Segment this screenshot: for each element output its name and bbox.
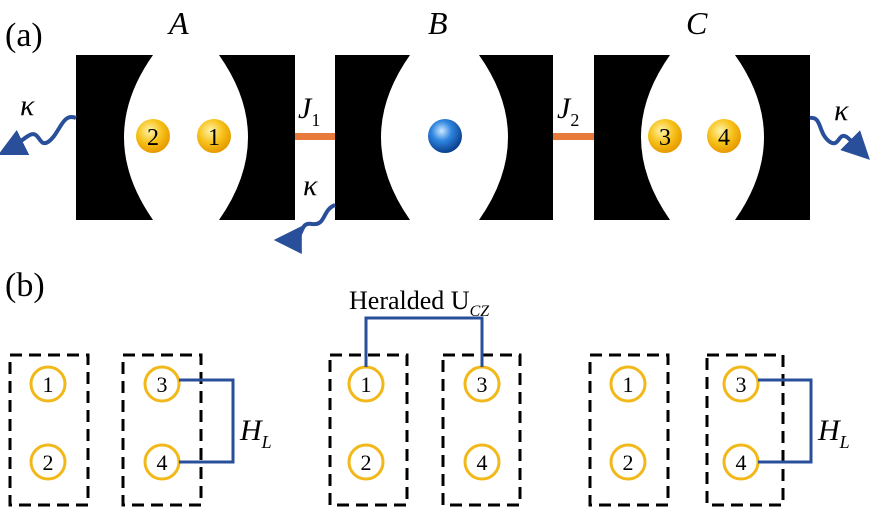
left-qubit-1	[29, 365, 67, 403]
coupling-j2-bar	[553, 133, 594, 140]
coupling-j1-bar	[295, 133, 335, 140]
right-qubit-4-label: 4	[736, 450, 747, 475]
cavity-c-left-mirror	[594, 55, 670, 220]
decay-kappa-c: κ	[834, 94, 849, 127]
atom-3-cavity-c-label: 3	[659, 125, 671, 151]
atom-4-cavity-c	[707, 119, 741, 153]
atom-3-cavity-c	[648, 119, 682, 153]
heralded-ucz-connector	[364, 316, 484, 367]
decay-arrow-cavity-a	[0, 115, 77, 156]
cavity-b-left-mirror	[335, 55, 410, 220]
cavity-b-right-mirror	[479, 55, 553, 220]
cavity-a-right-mirror	[219, 55, 295, 220]
right-group-box-2	[705, 353, 785, 507]
middle-group-box-1	[328, 353, 409, 507]
right-qubit-1-label: 1	[623, 372, 634, 397]
atom-2-cavity-a	[136, 119, 170, 153]
cavity-c-name: C	[686, 5, 708, 41]
left-qubit-4-label: 4	[157, 450, 168, 475]
cavity-b-name: B	[428, 5, 448, 41]
middle-qubit-3-label: 3	[477, 372, 488, 397]
left-qubit-1-label: 1	[43, 372, 54, 397]
panel-b-label: (b)	[5, 267, 45, 304]
right-qubit-1	[609, 365, 647, 403]
left-qubit-3	[143, 365, 181, 403]
right-qubit-3	[722, 365, 760, 403]
middle-qubit-1-label: 1	[361, 372, 372, 397]
middle-qubit-4	[463, 443, 501, 481]
panel-a-label: (a)	[5, 17, 43, 54]
left-group-box-1	[8, 353, 90, 507]
heralded-ucz-label: Heralded UCZ	[349, 286, 490, 320]
atom-4-cavity-c-label: 4	[718, 125, 730, 151]
left-qubit-3-label: 3	[157, 372, 168, 397]
right-qubit-2	[609, 443, 647, 481]
coupling-j2-label: J2	[557, 92, 579, 130]
left-hl-connector	[179, 378, 235, 464]
right-qubit-3-label: 3	[736, 372, 747, 397]
atom-1-cavity-a	[197, 119, 231, 153]
cavity-a-left-mirror	[76, 55, 153, 220]
right-qubit-2-label: 2	[623, 450, 634, 475]
left-group-box-2	[121, 353, 203, 507]
right-group-box-1	[588, 353, 670, 507]
left-hl-label: HL	[239, 414, 272, 452]
right-hl-label: HL	[817, 414, 850, 452]
middle-qubit-4-label: 4	[477, 450, 488, 475]
decay-arrow-cavity-b	[273, 203, 336, 254]
left-qubit-2-label: 2	[43, 450, 54, 475]
decay-arrow-cavity-c	[809, 115, 870, 160]
middle-qubit-2	[347, 443, 385, 481]
ancilla-atom-b	[428, 119, 462, 153]
middle-qubit-2-label: 2	[361, 450, 372, 475]
coupling-j1-label: J1	[298, 92, 320, 130]
left-qubit-2	[29, 443, 67, 481]
right-hl-connector	[758, 378, 813, 464]
atom-2-cavity-a-label: 2	[147, 125, 159, 151]
atom-1-cavity-a-label: 1	[208, 125, 220, 151]
decay-kappa-b: κ	[303, 169, 318, 202]
cavity-c-right-mirror	[735, 55, 810, 220]
cavity-a-name: A	[167, 5, 189, 41]
decay-kappa-a: κ	[20, 89, 35, 122]
